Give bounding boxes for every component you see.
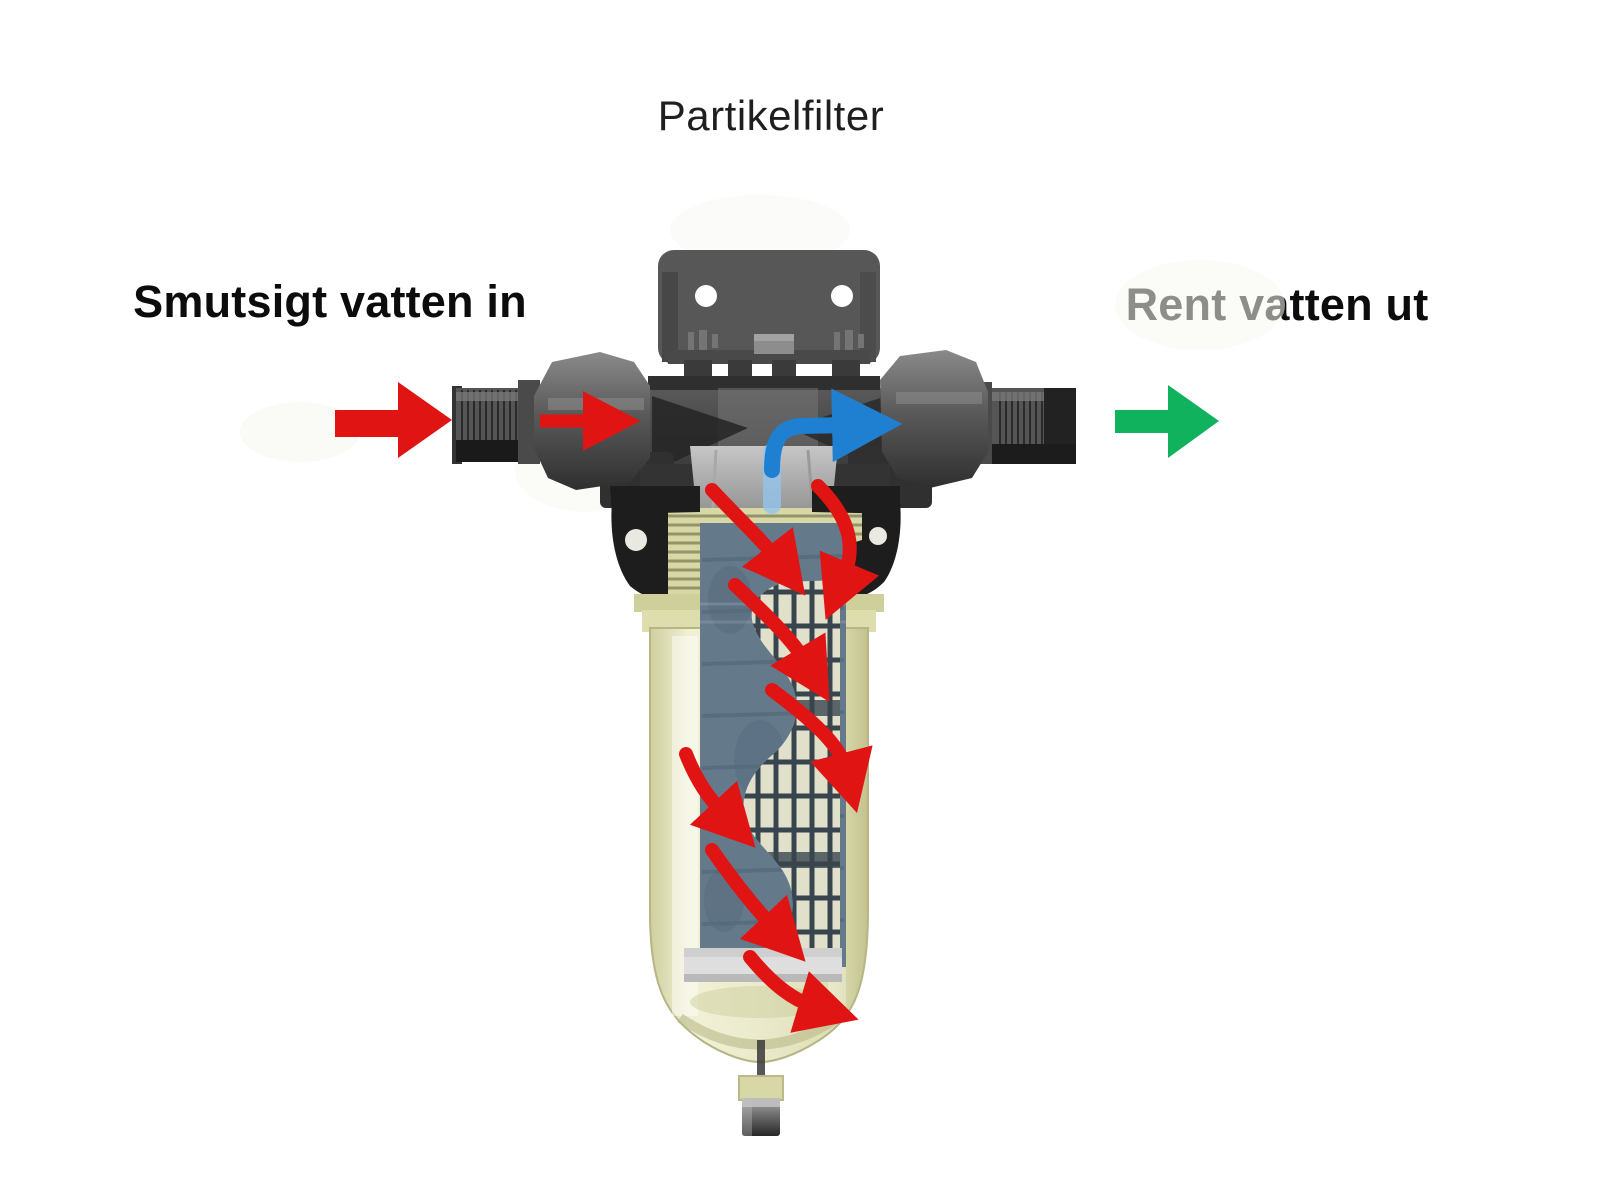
swirl-arrow-icon	[705, 843, 806, 962]
diagram-title: Partikelfilter	[657, 92, 885, 139]
inlet-pipe	[452, 380, 540, 464]
bracket-hole-right	[831, 285, 853, 307]
swirl-arrow-icon	[679, 747, 756, 848]
inlet-label: Smutsigt vatten in	[133, 276, 527, 327]
swirl-arrow-icon	[811, 479, 880, 620]
clean-flow-arrow-icon	[764, 388, 903, 478]
swirl-arrow-icon	[728, 578, 830, 702]
inlet-arrow-icon	[335, 382, 452, 458]
mounting-bracket	[658, 250, 880, 386]
swirl-arrow-icon	[765, 683, 873, 814]
outlet-arrow-icon	[1115, 385, 1219, 458]
outlet-pipe	[976, 382, 1076, 464]
flow-arrows	[335, 382, 1219, 1033]
swirl-flow-arrows	[679, 479, 880, 1033]
bracket-hole-left	[695, 285, 717, 307]
outlet-union-nut	[880, 350, 988, 488]
drain-valve	[738, 1040, 784, 1136]
swirl-arrow-icon	[705, 483, 806, 596]
swirl-arrow-icon	[743, 950, 859, 1033]
